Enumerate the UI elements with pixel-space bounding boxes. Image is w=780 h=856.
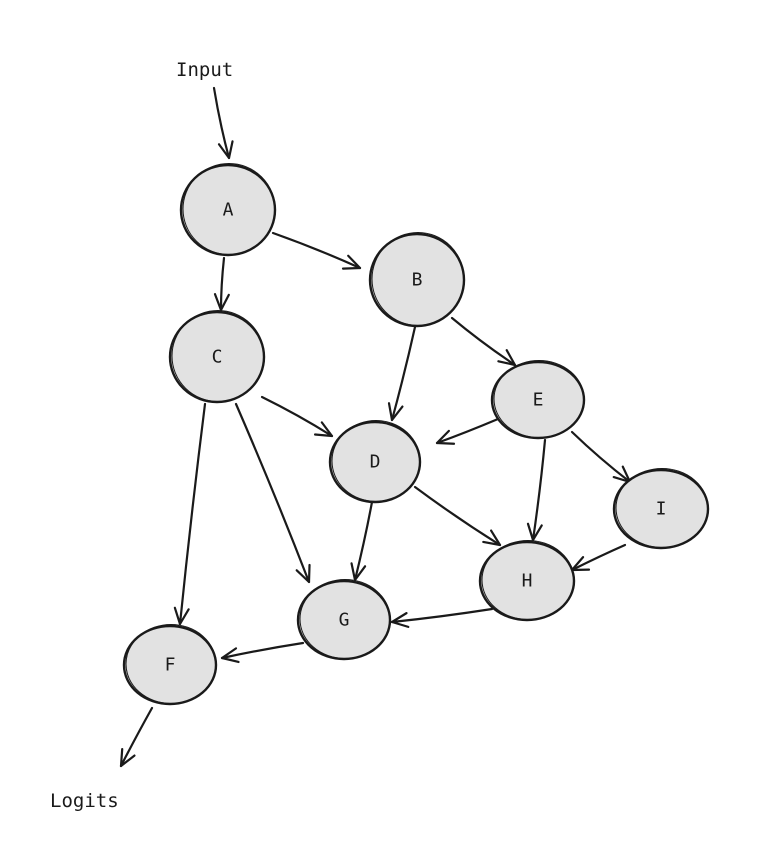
edge-line <box>570 543 627 572</box>
edge-input-to-a <box>212 86 234 160</box>
arrowhead <box>119 747 136 768</box>
edge-line <box>390 607 494 624</box>
arrowhead <box>387 402 404 422</box>
node-outline <box>481 540 575 620</box>
edge-line <box>435 417 500 445</box>
node-label: D <box>370 452 381 473</box>
edge-line <box>353 500 374 582</box>
edge-line <box>260 395 334 438</box>
node-i: I <box>612 468 710 550</box>
edge-line <box>413 485 502 547</box>
edge-line <box>450 316 517 367</box>
node-f: F <box>122 624 218 706</box>
node-label: E <box>533 390 544 411</box>
edge-line <box>178 402 207 626</box>
edge-d-to-h <box>413 485 502 547</box>
edge-a-to-c <box>213 256 230 312</box>
edge-e-to-d <box>435 417 500 445</box>
node-label: G <box>339 610 350 631</box>
arrowhead <box>482 529 502 547</box>
arrowhead <box>313 421 334 438</box>
edge-line <box>234 402 311 584</box>
node-outline <box>331 420 421 502</box>
arrowhead <box>526 522 543 542</box>
edges-layer <box>119 86 632 768</box>
edge-line <box>390 325 417 422</box>
arrowhead <box>497 349 517 367</box>
edge-line <box>570 430 632 484</box>
node-outline <box>371 232 465 326</box>
edge-i-to-h <box>570 543 627 572</box>
node-label: I <box>656 499 667 520</box>
edge-line <box>119 706 154 768</box>
arrowhead <box>341 254 362 270</box>
edge-h-to-g <box>390 607 494 628</box>
arrowhead <box>390 612 410 628</box>
edge-c-to-f <box>173 402 207 626</box>
node-outline <box>171 310 265 402</box>
edge-line <box>220 641 305 660</box>
node-b: B <box>368 232 466 328</box>
edge-line <box>212 86 231 160</box>
edge-b-to-d <box>387 325 417 422</box>
arrowhead <box>220 647 240 664</box>
node-label: B <box>412 270 423 291</box>
edge-c-to-g <box>234 402 311 584</box>
edge-line <box>271 231 362 270</box>
arrowhead <box>213 293 230 312</box>
edge-e-to-i <box>570 430 632 484</box>
node-label: F <box>165 655 176 676</box>
node-outline <box>493 360 585 438</box>
arrowhead <box>435 429 456 445</box>
arrowhead <box>173 606 190 626</box>
node-label: H <box>522 571 533 592</box>
edge-line <box>219 256 226 312</box>
node-outline <box>615 468 709 548</box>
input-label: Input <box>176 59 233 81</box>
arrowhead <box>295 563 311 584</box>
node-h: H <box>478 540 576 622</box>
node-label: C <box>212 347 223 368</box>
node-a: A <box>179 163 277 257</box>
edge-line <box>531 438 547 542</box>
edge-f-to-logits <box>119 706 154 768</box>
node-d: D <box>328 420 422 504</box>
arrowhead <box>217 140 234 160</box>
node-g: G <box>296 579 392 661</box>
edge-a-to-b <box>271 231 362 270</box>
edge-c-to-d <box>260 395 334 438</box>
node-c: C <box>168 310 266 404</box>
edge-d-to-g <box>350 500 374 582</box>
edge-b-to-e <box>450 316 517 367</box>
node-outline <box>182 163 276 255</box>
edge-e-to-h <box>526 438 547 542</box>
node-e: E <box>490 360 586 440</box>
node-label: A <box>223 200 234 221</box>
output-label: Logits <box>50 790 119 812</box>
nodes-layer: A B C D E F G H I <box>122 163 710 706</box>
node-outline <box>299 579 391 659</box>
edge-g-to-f <box>220 641 305 664</box>
node-outline <box>125 624 217 704</box>
